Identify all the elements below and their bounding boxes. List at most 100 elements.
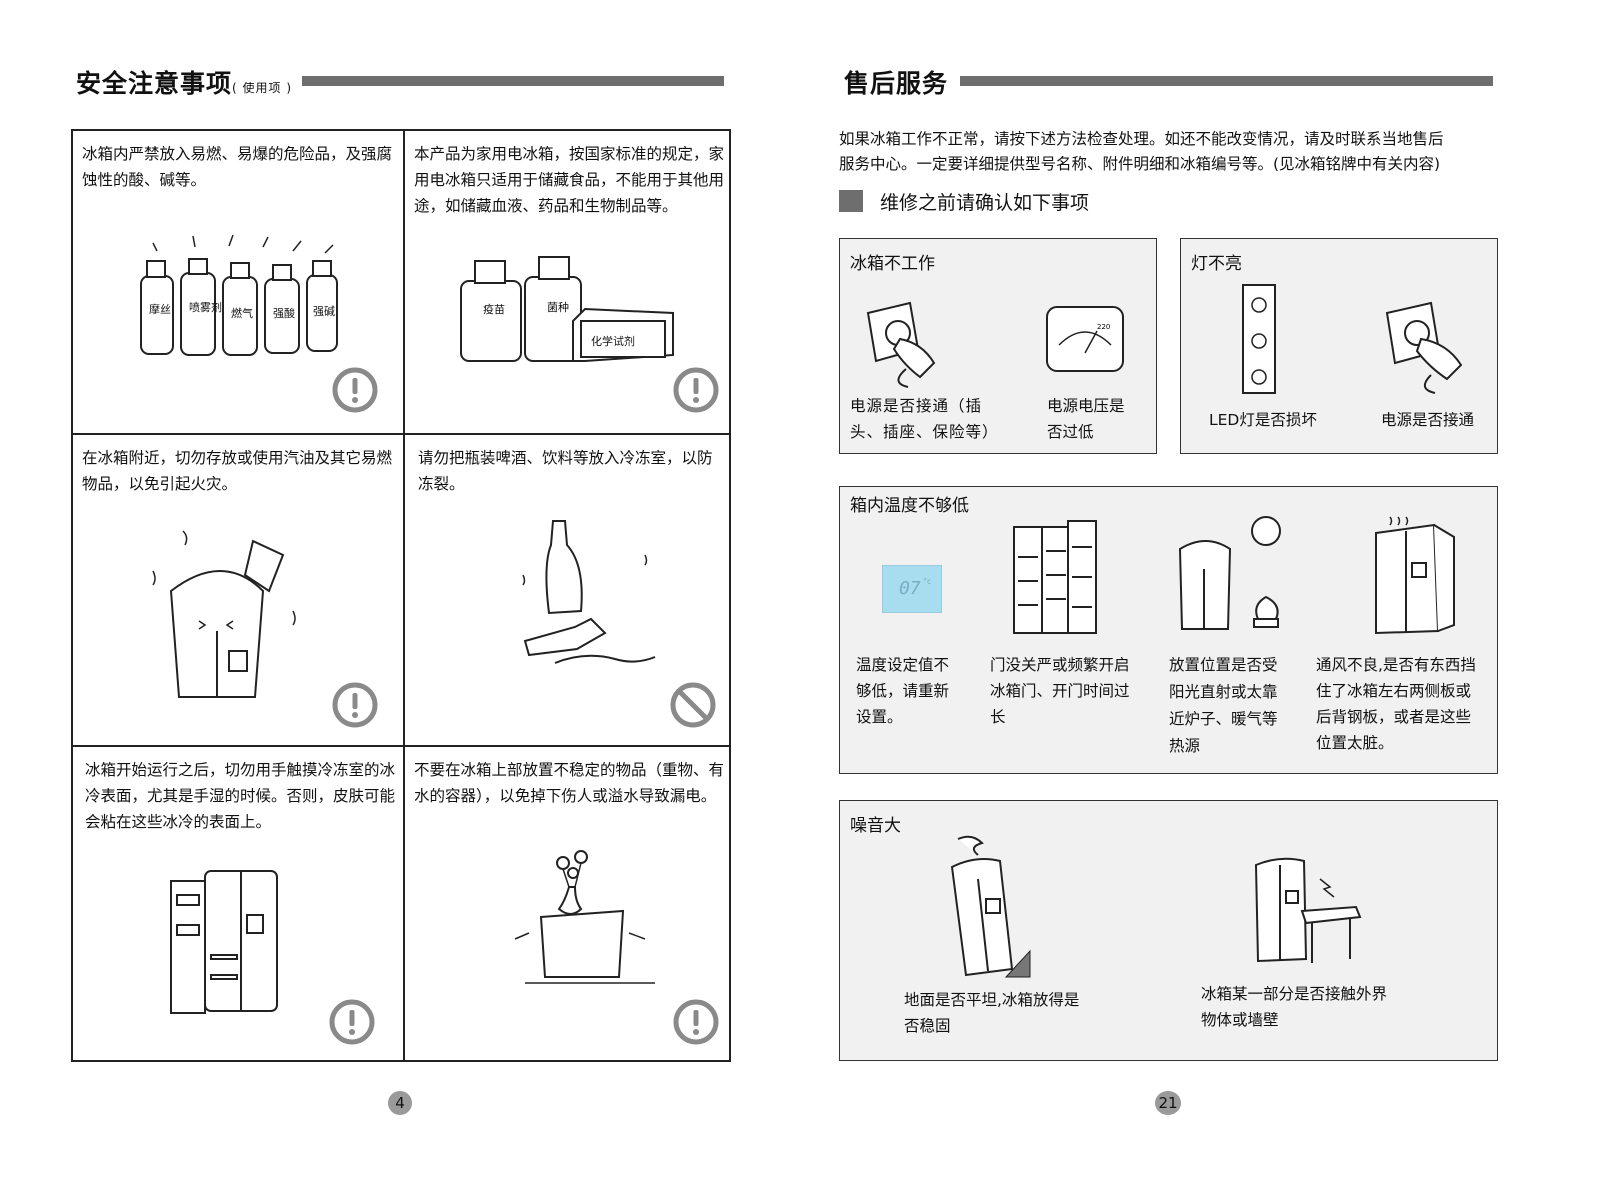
meter-value: 220 [1097,323,1110,331]
text-line: 长 [990,708,1006,726]
warning-icon [673,999,719,1045]
vase-on-fridge-illustration [514,850,655,984]
text-line: 冰箱门、开门时间过 [990,682,1130,700]
box-title: 噪音大 [850,816,901,836]
fridge-against-wall-icon [1375,516,1455,635]
warning-icon [332,367,378,413]
safety-cell-flammables: 在冰箱附近，切勿存放或使用汽油及其它易燃物品，以免引起火灾。 [73,435,403,745]
check-contact-wall: 冰箱某一部分是否接触外界 物体或墙壁 [1201,981,1387,1033]
display-unit: °c [923,577,932,586]
fridge-sun-heater-icon [1178,516,1281,630]
cell-text: 请勿把瓶装啤酒、饮料等放入冷冻室，以防冻裂。 [418,449,713,493]
tilted-fridge-icon [950,835,1031,978]
text-line: 头、插座、保险等） [850,423,999,441]
safety-cell-bottles-freezer: 请勿把瓶装啤酒、饮料等放入冷冻室，以防冻裂。 [405,435,729,745]
check-temp-setting: 温度设定值不 够低，请重新 设置。 [856,652,949,730]
bottle-label-2: 喷雾剂 [189,300,222,314]
text-line: 后背钢板，或者是这些 [1316,708,1472,726]
display-digits: 07 [899,578,921,599]
fridge-touching-object-icon [1254,857,1362,963]
text-line: 冰箱某一部分是否接触外界 [1201,985,1388,1003]
text-line: 位置太脏。 [1316,734,1394,752]
section-marker [839,190,863,212]
prohibited-icon [670,682,716,728]
hazardous-bottles-illustration: 摩丝 喷雾剂 燃气 强酸 强碱 [140,234,338,356]
bottle-label-5: 强碱 [313,305,335,318]
section-heading: 维修之前请确认如下事项 [880,192,1090,214]
cell-text: 本产品为家用电冰箱，按国家标准的规定，家用电冰箱只适用于储藏食品，不能用于其他用… [414,145,725,215]
box-label-reagent: 化学试剂 [591,334,635,348]
cell-text: 冰箱内严禁放入易燃、易爆的危险品，及强腐蚀性的酸、碱等。 [82,145,393,189]
safety-cell-unstable-objects: 不要在冰箱上部放置不稳定的物品（重物、有水的容器），以免掉下伤人或溢水导致漏电。 [405,747,729,1060]
open-door-fridge-icon [1013,520,1097,634]
text-line: 门没关严或频繁开启 [990,656,1130,674]
box-fridge-not-working: 冰箱不工作 220 电源是否接通（插 头、插座、保险等） 电源电压是 否过低 [839,238,1157,454]
safety-cell-dangerous-goods: 冰箱内严禁放入易燃、易爆的危险品，及强腐蚀性的酸、碱等。 摩丝 喷雾剂 燃气 强… [73,131,403,433]
box-loud-noise: 噪音大 地面是否平坦,冰箱放得是 否稳固 冰箱某一部分是否接触外界 物体或墙壁 [839,800,1498,1061]
grid-divider-row2 [73,745,729,747]
temperature-display: 07 °c [882,565,942,613]
cell-text: 在冰箱附近，切勿存放或使用汽油及其它易燃物品，以免引起火灾。 [82,449,393,493]
voltage-meter-icon: 220 [1046,306,1124,372]
box-light-not-on: 灯不亮 LED灯是否损坏 电源是否接通 [1180,238,1498,454]
safety-cell-cold-surface: 冰箱开始运行之后，切勿用手触摸冷冻室的冰冷表面，尤其是手湿的时候。否则，皮肤可能… [73,747,403,1060]
safety-cell-household-use: 本产品为家用电冰箱，按国家标准的规定，家用电冰箱只适用于储藏食品，不能用于其他用… [405,131,729,433]
broken-bottle-illustration [522,520,656,664]
scared-fridge-gasoline-illustration [152,530,296,698]
box-title: 箱内温度不够低 [850,496,969,516]
text-line: 住了冰箱左右两侧板或 [1316,682,1472,700]
check-placement-heat: 放置位置是否受 阳光直射或太靠 近炉子、暖气等 热源 [1169,652,1278,760]
text-line: 电源是否接通（插 [850,397,983,415]
text-line: 电源电压是 [1047,397,1125,415]
grid-divider-vertical [403,131,405,1060]
right-page-title: 售后服务 [844,69,949,98]
text-line: 物体或墙壁 [1201,1011,1279,1029]
right-title-rule [960,76,1493,86]
text-line: 设置。 [856,708,903,726]
warning-icon [673,367,719,413]
box-title: 冰箱不工作 [850,254,935,274]
left-page-number: 4 [388,1091,412,1115]
bottle-label-vaccine: 疫苗 [483,302,505,316]
text-line: 近炉子、暖气等 [1169,710,1278,728]
open-fridge-hand-illustration [170,870,278,1014]
left-title-rule [302,76,724,86]
check-power-connected: 电源是否接通（插 头、插座、保险等） [850,393,999,445]
text-line: 够低，请重新 [856,682,950,700]
vaccine-bottles-illustration: 疫苗 菌种 化学试剂 [460,256,674,362]
bottle-label-3: 燃气 [231,306,253,320]
intro-line-1: 如果冰箱工作不正常，请按下述方法检查处理。如还不能改变情况，请及时联系当地售后 [839,130,1444,148]
plug-socket-icon [866,301,936,388]
plug-socket-icon [1385,301,1463,394]
text-line: 通风不良,是否有东西挡 [1316,656,1476,674]
safety-grid: 冰箱内严禁放入易燃、易爆的危险品，及强腐蚀性的酸、碱等。 摩丝 喷雾剂 燃气 强… [71,129,731,1062]
left-page-title: 安全注意事项( 使用项 ) [76,69,293,98]
text-line: 阳光直射或太靠 [1169,683,1278,701]
warning-icon [332,682,378,728]
check-door-closed: 门没关严或频繁开启 冰箱门、开门时间过 长 [990,652,1130,730]
bottle-label-4: 强酸 [273,306,295,320]
right-page-number: 21 [1155,1091,1181,1115]
check-led-damaged: LED灯是否损坏 [1209,411,1317,429]
text-line: 放置位置是否受 [1169,656,1278,674]
text-line: 温度设定值不 [856,656,950,674]
box-title: 灯不亮 [1191,254,1242,274]
grid-divider-row1 [73,433,729,435]
check-power-connected: 电源是否接通 [1381,411,1475,429]
cell-text: 冰箱开始运行之后，切勿用手触摸冷冻室的冰冷表面，尤其是手湿的时候。否则，皮肤可能… [85,761,396,831]
led-panel-icon [1242,284,1276,394]
service-intro: 如果冰箱工作不正常，请按下述方法检查处理。如还不能改变情况，请及时联系当地售后 … [839,127,1509,177]
check-voltage-low: 电源电压是 否过低 [1047,393,1125,445]
intro-line-2: 服务中心。一定要详细提供型号名称、附件明细和冰箱编号等。(见冰箱铭牌中有关内容) [839,155,1441,173]
left-page-subtitle: ( 使用项 ) [232,81,293,95]
cell-text: 不要在冰箱上部放置不稳定的物品（重物、有水的容器），以免掉下伤人或溢水导致漏电。 [414,761,725,805]
bottle-label-bacteria: 菌种 [547,300,569,314]
warning-icon [329,999,375,1045]
bottle-label-1: 摩丝 [149,302,171,316]
text-line: 热源 [1169,737,1201,755]
box-temperature-not-low: 箱内温度不够低 07 °c 温度设定值不 够低，请重新 设置。 门没关严或频 [839,486,1498,774]
text-line: 否稳固 [904,1017,951,1035]
check-ventilation: 通风不良,是否有东西挡 住了冰箱左右两侧板或 后背钢板，或者是这些 位置太脏。 [1316,652,1476,756]
text-line: 否过低 [1047,423,1094,441]
check-floor-level: 地面是否平坦,冰箱放得是 否稳固 [904,987,1079,1039]
